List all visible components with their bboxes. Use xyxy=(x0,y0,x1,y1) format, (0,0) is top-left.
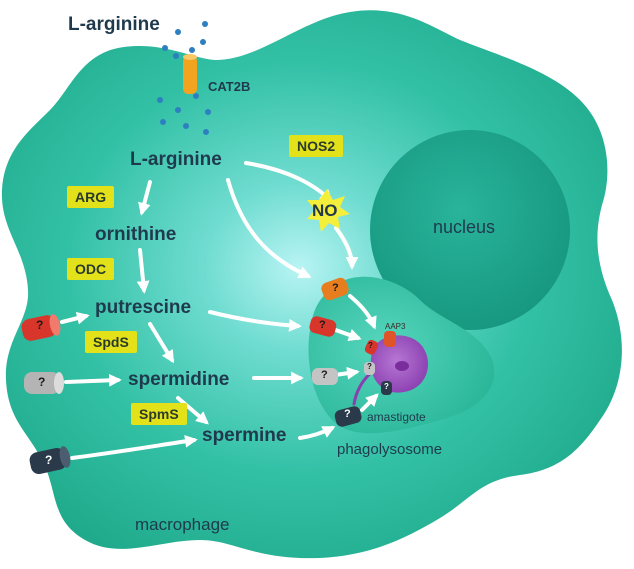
arrow-dark-transporter-in xyxy=(70,434,198,460)
dark-transporter-icon xyxy=(29,446,71,475)
aap3-transporter-icon xyxy=(384,331,396,347)
spds-label: SpdS xyxy=(85,331,137,353)
arrow-gray-transporter-in xyxy=(64,373,122,387)
red-phago-transporter-icon xyxy=(309,316,337,337)
amastigote-gray-transporter-icon xyxy=(364,362,375,375)
arrow-orange-phago-in xyxy=(348,294,377,330)
no-label: NO xyxy=(312,201,338,220)
arrow-ornithine-to-putrescine xyxy=(136,248,150,294)
amastigote-red-transporter-icon xyxy=(364,339,379,355)
outer-arginine-label: L-arginine xyxy=(68,14,160,35)
arginine-label: L-arginine xyxy=(130,149,222,170)
amastigote-gray-transporter-mark: ? xyxy=(367,362,372,371)
arrow-red-transporter-in xyxy=(60,311,90,325)
nucleus xyxy=(370,130,570,330)
nucleus-label: nucleus xyxy=(433,217,496,237)
putrescine-label: putrescine xyxy=(95,297,192,318)
aap3-label: AAP3 xyxy=(385,322,406,331)
gray-phago-transporter-icon xyxy=(312,368,338,385)
arrow-arginine-to-phagolysosome xyxy=(226,178,312,279)
gray-phago-transporter-mark: ? xyxy=(321,369,328,381)
arrow-putrescine-to-phagolysosome xyxy=(208,310,302,332)
red-transporter-icon xyxy=(21,314,61,341)
no-star-icon xyxy=(307,189,350,232)
arrow-spermidine-to-spermine xyxy=(176,396,209,425)
amastigote-red-transporter-mark: ? xyxy=(368,341,373,350)
macrophage-label: macrophage xyxy=(135,515,230,534)
orange-phago-transporter-icon xyxy=(321,277,349,301)
arrow-dark-phago-in xyxy=(360,393,379,412)
phagolysosome-label: phagolysosome xyxy=(337,441,443,458)
amastigote-label: amastigote xyxy=(367,410,426,424)
arginine-molecules xyxy=(157,21,211,135)
dark-phago-transporter-icon xyxy=(334,406,362,427)
arrow-putrescine-to-spermidine xyxy=(148,322,175,364)
spms-label: SpmS xyxy=(131,403,187,425)
arrow-arginine-to-ornithine xyxy=(138,180,152,216)
red-phago-transporter-mark: ? xyxy=(319,319,326,331)
cat2b-transporter-icon xyxy=(183,54,197,94)
ornithine-label: ornithine xyxy=(95,224,177,245)
amastigote-dark-transporter-mark: ? xyxy=(384,382,389,391)
gray-transporter-mark: ? xyxy=(38,375,46,389)
gray-transporter-icon xyxy=(24,372,64,394)
spermidine-label: spermidine xyxy=(128,369,230,390)
dark-transporter-mark: ? xyxy=(45,453,53,467)
orange-phago-transporter-mark: ? xyxy=(332,282,339,294)
odc-label: ODC xyxy=(67,258,115,280)
amastigote-dark-transporter-icon xyxy=(381,381,392,395)
spermine-label: spermine xyxy=(202,425,287,446)
dark-phago-transporter-mark: ? xyxy=(344,408,351,420)
cat2b-label: CAT2B xyxy=(208,79,251,94)
arrow-spermine-to-phagolysosome xyxy=(298,426,336,440)
arg-label: ARG xyxy=(67,186,115,208)
nos2-label: NOS2 xyxy=(289,135,344,157)
arrow-no-to-phagolysosome xyxy=(334,226,359,270)
red-transporter-mark: ? xyxy=(36,318,44,332)
